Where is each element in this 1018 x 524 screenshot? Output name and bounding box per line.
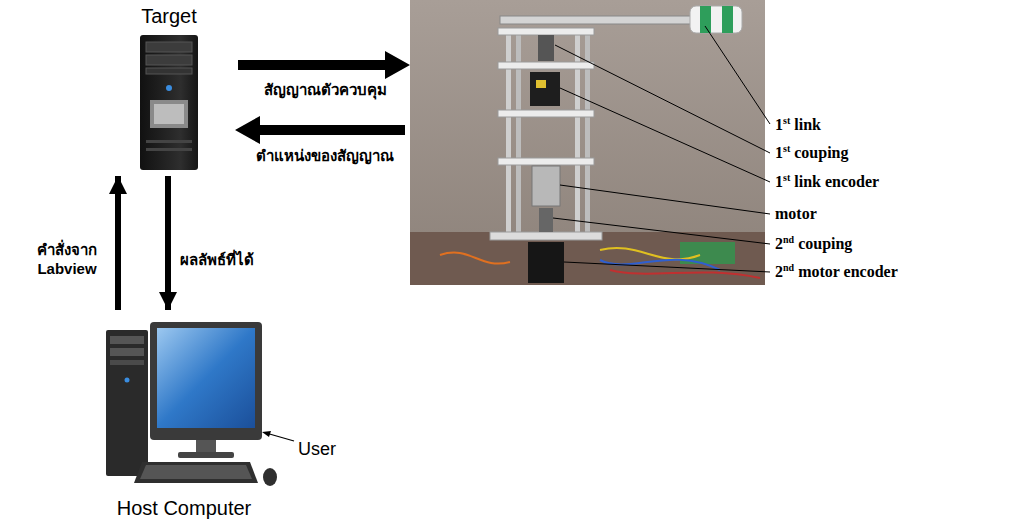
host-computer-icon: [263, 468, 277, 486]
robot-photo: [532, 166, 560, 206]
leader-line: [564, 262, 770, 272]
signal-arrow: [238, 51, 410, 79]
robot-photo: [410, 0, 765, 285]
leader-line: [560, 88, 770, 182]
host-computer-icon: [140, 465, 252, 479]
part-label: 1st link: [775, 116, 821, 134]
robot-photo: [722, 6, 733, 33]
host-computer-icon: [196, 440, 216, 452]
connector-arrow: [165, 176, 171, 310]
target-computer-icon: [146, 68, 192, 74]
target-computer-icon: [146, 148, 192, 151]
robot-photo: [498, 28, 594, 35]
robot-photo: [585, 28, 590, 240]
edge-label: ผลลัพธ์ที่ได้: [180, 250, 280, 269]
signal-arrow: [235, 116, 405, 144]
user-label: User: [298, 438, 336, 460]
part-label: 1st couping: [775, 144, 848, 162]
user-pointer: [266, 433, 294, 441]
signal-label: สัญญาณตัวควบคุม: [240, 80, 410, 99]
part-label: 2nd couping: [775, 235, 852, 253]
part-label: 1st link encoder: [775, 173, 879, 191]
target-computer-icon: [150, 100, 188, 128]
host-computer-icon: [110, 336, 144, 344]
host-computer-icon: [134, 462, 258, 483]
robot-photo: [538, 35, 554, 61]
part-label: motor: [775, 205, 817, 223]
robot-photo: [528, 242, 564, 283]
robot-photo: [498, 62, 594, 69]
part-label: 2nd motor encoder: [775, 263, 898, 281]
robot-photo: [410, 232, 765, 285]
leader-line: [553, 218, 770, 244]
robot-photo: [575, 28, 580, 240]
host-computer-icon: [150, 322, 262, 440]
host-computer-icon: [110, 360, 144, 365]
signal-arrow: [235, 116, 405, 144]
robot-photo: [500, 16, 695, 24]
target-computer: Target: [111, 4, 227, 174]
robot-photo: [700, 6, 711, 33]
robot-photo: [516, 28, 521, 240]
robot-photo: [440, 253, 510, 264]
robot-photo: [610, 270, 760, 278]
host-computer: Host Computer: [94, 312, 274, 520]
robot-photo: [536, 80, 546, 88]
robot-photo: [506, 28, 511, 240]
host-computer-icon: [106, 322, 277, 486]
node-heading: Host Computer: [117, 496, 252, 520]
target-computer-icon: [154, 104, 184, 124]
target-computer-icon: [146, 140, 192, 143]
target-computer-icon: [146, 42, 192, 52]
robot-photo: [498, 158, 594, 165]
leader-line: [555, 45, 770, 153]
leader-line: [705, 26, 770, 124]
robot-photo: [600, 248, 700, 259]
target-computer-icon: [166, 85, 172, 91]
robot-photo: [530, 72, 560, 106]
edge-label: คำสั่งจาก Labview: [24, 240, 110, 278]
host-computer-icon: [178, 452, 234, 458]
robot-photo: [539, 208, 553, 232]
connector-arrow: [115, 176, 121, 310]
leader-line: [560, 185, 770, 214]
user-pointer: [262, 431, 294, 441]
leader-line: [553, 26, 770, 272]
host-computer-icon: [125, 378, 130, 383]
robot-photo: [490, 232, 602, 240]
host-computer-icon: [106, 330, 148, 476]
user-pointer: [262, 431, 271, 437]
host-computer-icon: [157, 328, 255, 428]
node-heading: Target: [141, 4, 197, 28]
robot-photo: [498, 110, 594, 117]
target-computer-icon: [140, 35, 198, 170]
target-computer-icon: [140, 35, 198, 170]
signal-label: ตำแหน่งของสัญญาณ: [240, 146, 410, 165]
host-computer-icon: [110, 348, 144, 356]
robot-photo: [410, 0, 765, 285]
robot-photo: [690, 6, 742, 33]
target-computer-icon: [146, 55, 192, 65]
signal-arrow: [238, 51, 410, 79]
